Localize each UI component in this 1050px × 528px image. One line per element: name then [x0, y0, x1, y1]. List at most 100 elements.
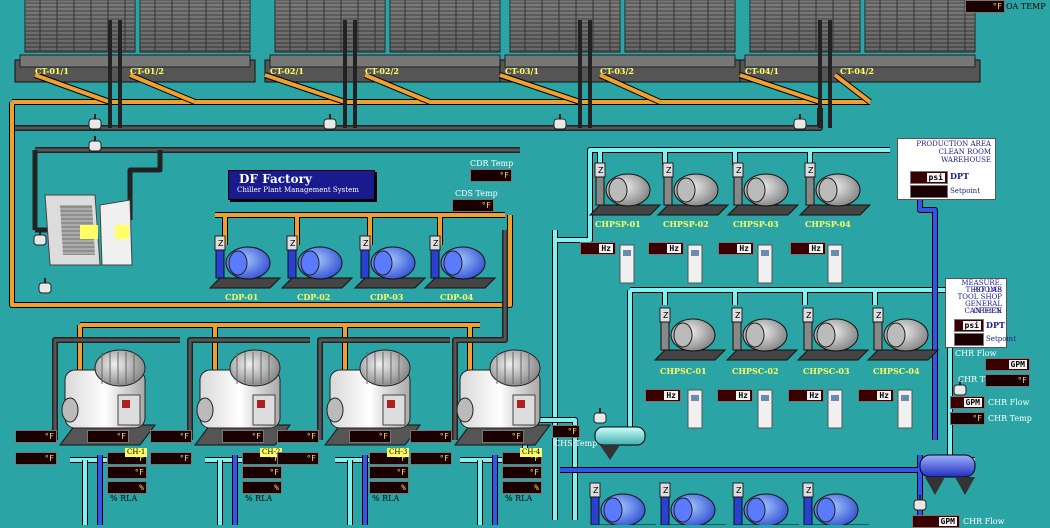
condenser-pump-1[interactable]: Z [208, 235, 282, 289]
vfd-panel-8[interactable] [897, 389, 913, 429]
chpsp-hz-display-4: Hz [790, 242, 826, 255]
valve-6[interactable] [33, 230, 47, 246]
cooling-tower-4[interactable] [739, 0, 981, 83]
chiller-1-temp-e: °F [107, 466, 147, 479]
chiller-3-temp-b-unit: °F [378, 432, 388, 441]
svg-text:Z: Z [598, 166, 604, 175]
chpsp-hz-unit-4: Hz [809, 244, 823, 253]
chiller-1-temp-c-unit: °F [44, 454, 54, 463]
chiller-3-pct: % [369, 481, 409, 494]
chs-temp-display: °F [552, 425, 580, 438]
svg-text:Z: Z [666, 166, 672, 175]
chiller-4-temp-d-unit: °F [529, 454, 539, 463]
chiller-4-rla-label: % RLA [505, 494, 533, 503]
chpsc-pump-2[interactable]: Z [725, 307, 799, 361]
valve-8[interactable] [593, 408, 607, 424]
cds-temp-unit: °F [481, 201, 491, 210]
app-subtitle: Chiller Plant Management System [237, 186, 359, 194]
chr-flow-label: CHR Flow [955, 349, 997, 358]
condenser-pump-3[interactable]: Z [353, 235, 427, 289]
chiller-4-pct: % [502, 481, 542, 494]
chpsp-pump-3[interactable]: Z [726, 162, 800, 216]
cdp-label-4: CDP-04 [440, 292, 474, 302]
vfd-panel-7[interactable] [827, 389, 843, 429]
chiller-1-pct: % [107, 481, 147, 494]
chpsc-pump-4[interactable]: Z [866, 307, 940, 361]
cds-temp-display: °F [452, 199, 494, 212]
chiller-2-temp-c: °F [150, 452, 192, 465]
panel1-setpoint-display [910, 185, 948, 198]
cooling-tower-1[interactable] [14, 0, 256, 83]
secondary-pump-3[interactable]: Z [728, 482, 800, 525]
panel2-line-5: CANTEEN [964, 307, 1002, 315]
panel2-line-4: GENERAL OFFICE [965, 300, 1002, 315]
cooling-tower-3[interactable] [499, 0, 741, 83]
ct-label-2: CT-01/2 [130, 66, 164, 76]
vfd-panel-2[interactable] [687, 244, 703, 284]
valve-5[interactable] [88, 136, 102, 152]
cdp-label-1: CDP-01 [225, 292, 259, 302]
chiller-3-temp-a: °F [277, 430, 319, 443]
svg-text:Z: Z [218, 239, 224, 248]
chiller-2[interactable] [194, 349, 291, 446]
chr-flow3-display: GPM [912, 515, 960, 528]
chiller-1-temp-b-unit: °F [116, 432, 126, 441]
chiller-2-temp-e: °F [242, 466, 282, 479]
chr-temp2-unit: °F [972, 414, 982, 423]
chpsp-pump-2[interactable]: Z [656, 162, 730, 216]
chiller-3-temp-c-unit: °F [306, 454, 316, 463]
condenser-pump-2[interactable]: Z [280, 235, 354, 289]
ct-label-6: CT-03/2 [600, 66, 634, 76]
chs-temp-label: CHS Temp [554, 439, 598, 448]
vfd-panel-5[interactable] [687, 389, 703, 429]
valve-7[interactable] [38, 278, 52, 294]
valve-3[interactable] [553, 114, 567, 130]
chiller-1-pct-unit: % [139, 483, 144, 492]
chpsp-pump-1[interactable]: Z [588, 162, 662, 216]
chiller-2-tag: CH-2 [260, 448, 283, 457]
chiller-4[interactable] [454, 349, 551, 446]
condenser-pump-4[interactable]: Z [423, 235, 497, 289]
cdp-label-3: CDP-03 [370, 292, 404, 302]
chpsc-label-2: CHPSC-02 [732, 366, 779, 376]
vfd-panel-4[interactable] [827, 244, 843, 284]
chr-temp-label: CHR Temp [958, 375, 1002, 384]
secondary-pump-4[interactable]: Z [798, 482, 870, 525]
valve-10[interactable] [953, 380, 967, 396]
svg-text:Z: Z [876, 311, 882, 320]
valve-1[interactable] [88, 114, 102, 130]
valve-11[interactable] [913, 495, 927, 511]
title-box: DF Factory Chiller Plant Management Syst… [228, 170, 375, 200]
chiller-4-temp-c: °F [410, 452, 452, 465]
panel1-dpt-display: psi [910, 171, 948, 184]
vfd-panel-3[interactable] [757, 244, 773, 284]
ct-label-7: CT-04/1 [745, 66, 779, 76]
svg-text:Z: Z [808, 166, 814, 175]
chpsc-label-1: CHPSC-01 [660, 366, 707, 376]
secondary-pump-2[interactable]: Z [655, 482, 727, 525]
chiller-3-pct-unit: % [401, 483, 406, 492]
chpsc-pump-1[interactable]: Z [653, 307, 727, 361]
cooling-tower-2[interactable] [264, 0, 506, 83]
chiller-3[interactable] [324, 349, 421, 446]
dpt-panel-production[interactable]: PRODUCTION AREA CLEAN ROOM WAREHOUSE psi… [897, 138, 996, 200]
svg-text:Z: Z [363, 239, 369, 248]
chpsc-hz-display-4: Hz [858, 389, 894, 402]
vfd-panels [619, 244, 913, 429]
panel2-line-3: TOOL SHOP [957, 293, 1002, 301]
panel2-dpt-label: DPT [986, 320, 1005, 330]
chiller-4-temp-b-unit: °F [511, 432, 521, 441]
chr-flow-display: GPM [985, 358, 1030, 371]
dpt-panel-measure[interactable]: MEASURE. ROOMS TEST LAB TOOL SHOP GENERA… [945, 278, 1016, 348]
vfd-panel-1[interactable] [619, 244, 635, 284]
chpsp-pump-4[interactable]: Z [798, 162, 872, 216]
secondary-pump-1[interactable]: Z [585, 482, 657, 525]
chpsp-hz-unit-2: Hz [667, 244, 681, 253]
chpsp-hz-display-3: Hz [718, 242, 754, 255]
cdr-temp-unit: °F [499, 171, 509, 180]
chpsc-pump-3[interactable]: Z [796, 307, 870, 361]
valve-4[interactable] [793, 114, 807, 130]
valve-2[interactable] [323, 114, 337, 130]
vfd-panel-6[interactable] [757, 389, 773, 429]
